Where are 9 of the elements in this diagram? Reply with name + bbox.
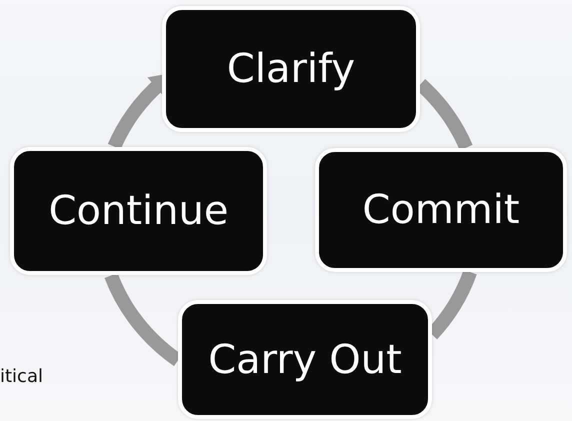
- step-box: [162, 6, 420, 132]
- step-label: Continue: [48, 188, 228, 234]
- step-box: [315, 148, 567, 272]
- note-text: itical: [0, 366, 43, 387]
- step-label: Carry Out: [208, 336, 402, 382]
- step-box: [178, 300, 432, 419]
- step-label: Commit: [362, 187, 520, 233]
- step-label: Clarify: [226, 46, 356, 92]
- step-box: [10, 147, 267, 275]
